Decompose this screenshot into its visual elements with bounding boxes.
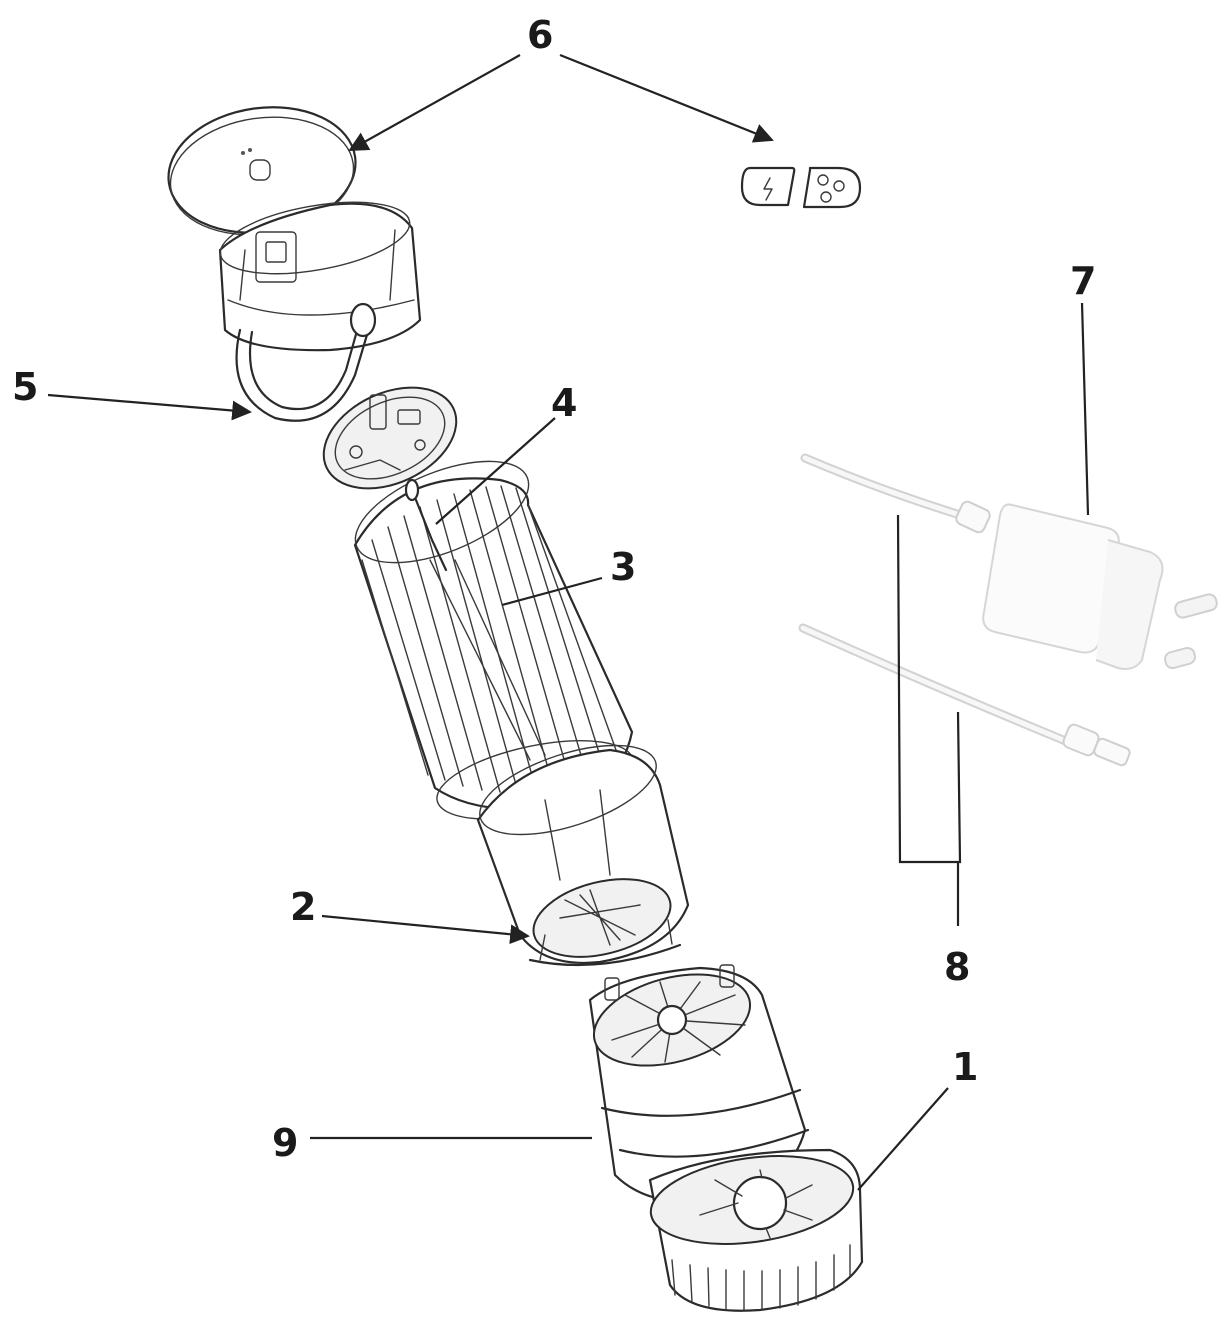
leader-6b — [559, 53, 774, 143]
leader-4 — [435, 417, 556, 525]
callout-1: 1 — [952, 1045, 979, 1089]
power-button-icon — [241, 148, 271, 181]
callout-9: 9 — [272, 1121, 299, 1165]
usb-cables — [798, 453, 1131, 767]
callout-5: 5 — [12, 365, 39, 409]
leader-2 — [321, 914, 530, 945]
leader-8 — [896, 514, 962, 864]
leader-lines — [47, 53, 1090, 1191]
callout-7: 7 — [1070, 259, 1097, 303]
wall-charger — [982, 503, 1218, 670]
leader-5 — [47, 393, 252, 421]
callout-8: 8 — [944, 945, 971, 989]
fan-module — [476, 744, 690, 967]
callout-4: 4 — [551, 381, 578, 425]
callout-2: 2 — [290, 885, 317, 929]
lower-body — [588, 964, 810, 1204]
upper-housing-with-handle — [218, 201, 422, 422]
leader-3 — [501, 576, 603, 607]
control-buttons — [740, 166, 862, 209]
lightning-icon — [763, 177, 773, 201]
callout-6: 6 — [527, 13, 554, 57]
leader-6a — [348, 54, 521, 151]
electric-grid-cage — [353, 460, 634, 820]
circuit-board — [322, 386, 458, 490]
top-lid — [167, 106, 357, 236]
leader-7 — [1080, 302, 1090, 516]
fan-icon — [817, 174, 845, 203]
base — [648, 1148, 864, 1312]
callout-3: 3 — [610, 545, 637, 589]
leader-1 — [857, 1087, 949, 1191]
